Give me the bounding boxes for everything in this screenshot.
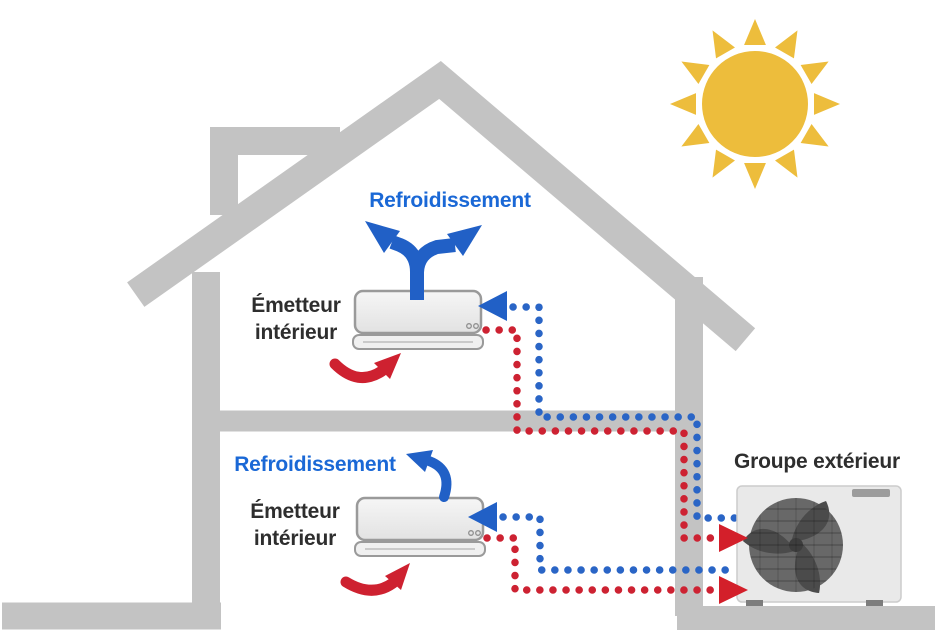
cool-air-arrow-upper: [365, 221, 482, 300]
sun-core: [702, 51, 808, 157]
sun-ray: [744, 162, 766, 189]
sun-ray: [681, 61, 710, 84]
sun-ray: [712, 30, 735, 59]
sun-ray: [681, 124, 710, 147]
indoor-unit-label-lower-line1: Émetteur: [250, 500, 340, 523]
sun-ray: [670, 93, 697, 115]
pipe-lower-warm: [483, 534, 718, 594]
pipe-arrowheads: [468, 291, 748, 604]
house-outline: [2, 61, 935, 630]
refrigerant-pipes: [482, 303, 739, 594]
cooling-label-lower: Refroidissement: [234, 453, 396, 476]
sun-ray: [800, 124, 829, 147]
sun-ray: [813, 93, 840, 115]
arrowhead-into-outdoor-upper: [719, 524, 748, 552]
cooling-label-upper: Refroidissement: [369, 189, 531, 212]
sun-ray: [775, 149, 798, 178]
arrowhead-into-indoor-lower: [468, 502, 497, 532]
pipe-upper-warm: [482, 326, 718, 542]
outdoor-unit: [736, 485, 902, 606]
roof: [127, 61, 756, 352]
sun-ray: [775, 30, 798, 59]
arrowhead-into-outdoor-lower: [719, 576, 748, 604]
fan-icon: [742, 498, 843, 593]
indoor-unit-label-upper-line1: Émetteur: [251, 294, 341, 317]
sun-ray: [712, 149, 735, 178]
indoor-unit-label-lower-line2: intérieur: [253, 526, 337, 550]
chimney: [210, 127, 340, 215]
sun-ray: [800, 61, 829, 84]
indoor-unit-lower: [354, 496, 486, 557]
cool-air-arrow-lower: [406, 450, 452, 502]
arrowhead-into-indoor-upper: [478, 291, 507, 321]
warm-air-arrow-upper: [329, 353, 401, 384]
indoor-unit-label-upper-line2: intérieur: [254, 320, 338, 344]
sun-ray: [744, 19, 766, 46]
indoor-unit-upper: [352, 289, 484, 350]
warm-air-arrow-lower: [340, 563, 410, 596]
sun-icon: [670, 19, 840, 189]
pipe-lower-cold: [499, 513, 739, 574]
outdoor-unit-label: Groupe extérieur: [733, 450, 901, 473]
